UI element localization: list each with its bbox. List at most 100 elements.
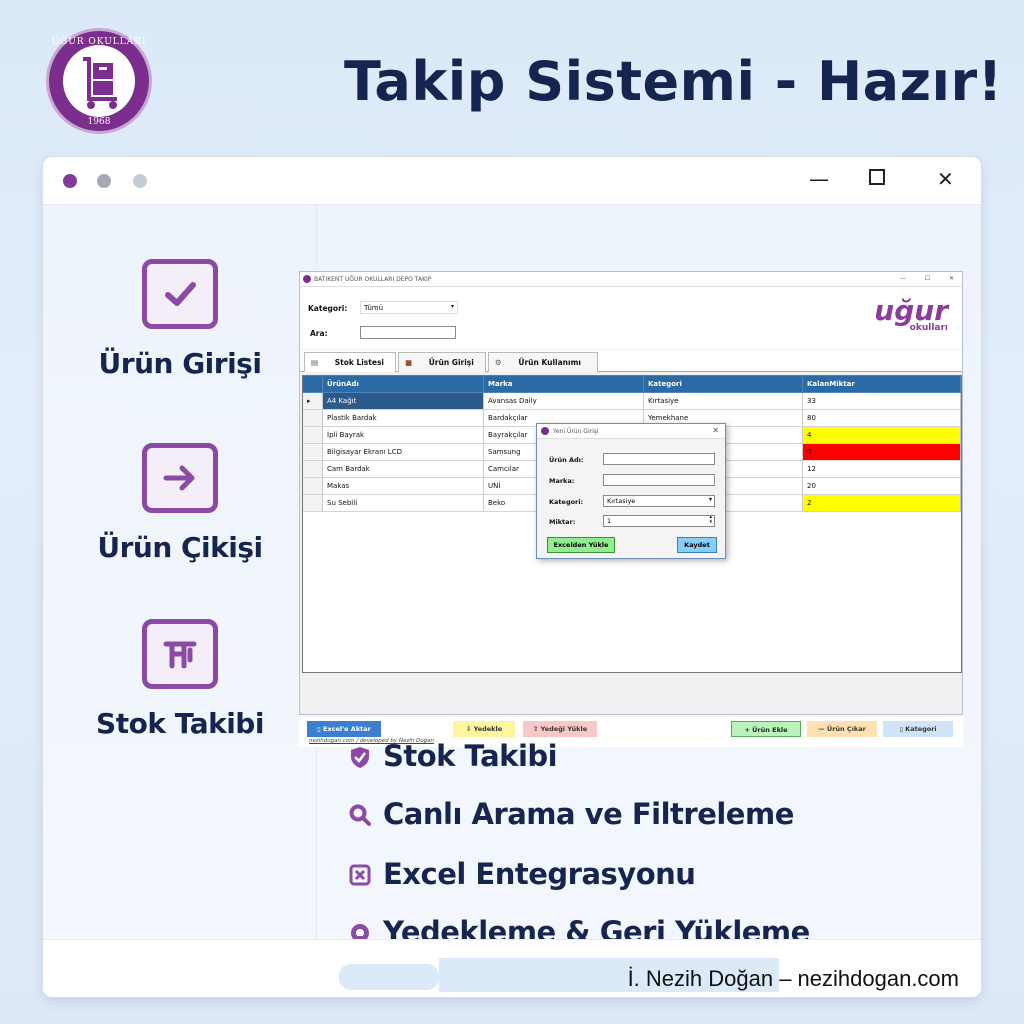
table-cell[interactable]: Cam Bardak — [323, 461, 484, 478]
tab-product-entry[interactable]: ■ Ürün Girişi — [398, 352, 486, 372]
app-close-icon[interactable]: ✕ — [948, 275, 954, 282]
row-header-cell — [303, 376, 323, 393]
bullet-item: Stok Takibi — [343, 737, 943, 777]
school-logo: UĞUR OKULLARI 1968 — [46, 28, 152, 134]
row-header-cell[interactable] — [303, 427, 323, 444]
table-cell[interactable]: 12 — [803, 461, 961, 478]
category-button-label: Kategori — [905, 725, 937, 733]
row-header-cell[interactable] — [303, 478, 323, 495]
footer-bar: İ. Nezih Doğan – nezihdogan.com — [43, 939, 981, 997]
tab-label: Ürün Girişi — [428, 358, 474, 367]
shield-check-icon — [351, 747, 369, 768]
row-header-cell[interactable] — [303, 461, 323, 478]
column-header[interactable]: KalanMiktar — [803, 376, 961, 393]
backup-button[interactable]: ⇩ Yedekle — [453, 721, 515, 737]
product-name-label: Ürün Adı: — [549, 456, 584, 464]
table-cell[interactable]: 20 — [803, 478, 961, 495]
table-cell[interactable]: İpli Bayrak — [323, 427, 484, 444]
tab-product-usage[interactable]: ⚙ Ürün Kullanımı — [488, 352, 598, 372]
developer-credit[interactable]: nezihdogan.com / developed by Nezih Doğa… — [309, 738, 434, 744]
redacted-area — [439, 958, 779, 992]
window-dot-maximize[interactable] — [133, 174, 147, 188]
page-title: Takip Sistemi - Hazır! — [344, 50, 1003, 113]
maximize-icon[interactable] — [869, 169, 885, 185]
upload-icon: ⇧ — [532, 725, 539, 733]
brand-input[interactable] — [603, 474, 715, 486]
remove-product-button[interactable]: — Ürün Çıkar — [807, 721, 877, 737]
column-header[interactable]: Marka — [484, 376, 644, 393]
window-dot-minimize[interactable] — [97, 174, 111, 188]
usage-icon: ⚙ — [495, 358, 502, 367]
minus-icon: — — [818, 725, 825, 733]
row-header-cell[interactable] — [303, 444, 323, 461]
bullet-text: Excel Entegrasyonu — [383, 857, 696, 891]
dialog-title: Yeni Ürün Girişi — [553, 428, 599, 435]
add-product-button[interactable]: + Ürün Ekle — [731, 721, 801, 737]
row-header-cell[interactable] — [303, 410, 323, 427]
table-cell[interactable]: Bilgisayar Ekranı LCD — [323, 444, 484, 461]
column-header[interactable]: ÜrünAdı — [323, 376, 484, 393]
table-cell[interactable]: Plastik Bardak — [323, 410, 484, 427]
excel-export-button[interactable]: ▯ Excel'e Aktar — [307, 721, 381, 737]
tab-stock-list[interactable]: ▤ Stok Listesi — [304, 352, 396, 372]
app-window: BATIKENT UĞUR OKULLARI DEPO TAKIP — ☐ ✕ … — [299, 271, 963, 715]
filter-form: Kategori: Tümü ▾ Ara: uğur okulları — [300, 287, 962, 349]
category-select-value: Tümü — [364, 304, 384, 312]
excel-import-button[interactable]: Excelden Yükle — [547, 537, 615, 553]
window-dot-close[interactable] — [63, 174, 77, 188]
save-button[interactable]: Kaydet — [677, 537, 717, 553]
restore-button[interactable]: ⇧ Yedeği Yükle — [523, 721, 597, 737]
logo-emblem — [63, 45, 135, 117]
column-header[interactable]: Kategori — [644, 376, 803, 393]
restore-label: Yedeği Yükle — [540, 725, 588, 733]
stock-icon — [142, 619, 218, 689]
minimize-icon[interactable]: — — [809, 167, 829, 191]
feature-item: Ürün Çikişi — [43, 443, 317, 564]
table-cell[interactable]: 33 — [803, 393, 961, 410]
row-header-cell[interactable]: ▸ — [303, 393, 323, 410]
search-icon — [349, 804, 371, 826]
table-cell[interactable]: A4 Kağıt — [323, 393, 484, 410]
product-name-input[interactable] — [603, 453, 715, 465]
table-cell[interactable]: 4 — [803, 427, 961, 444]
stepper-arrows-icon[interactable]: ▴▾ — [709, 514, 712, 525]
category-select[interactable]: Tümü ▾ — [360, 301, 458, 314]
table-cell[interactable]: 2 — [803, 495, 961, 512]
app-minimize-icon[interactable]: — — [900, 275, 906, 282]
dialog-category-select[interactable]: Kırtasiye ▾ — [603, 495, 715, 507]
table-cell[interactable]: Su Sebili — [323, 495, 484, 512]
new-product-dialog: Yeni Ürün Girişi ✕ Ürün Adı: Marka: Kate… — [536, 423, 726, 559]
search-input[interactable] — [360, 326, 456, 339]
download-icon: ⇩ — [465, 725, 472, 733]
quantity-stepper[interactable]: 1 ▴▾ — [603, 515, 715, 527]
feature-item: Stok Takibi — [43, 619, 317, 740]
remove-product-label: Ürün Çıkar — [826, 725, 866, 733]
table-cell[interactable]: Kırtasiye — [644, 393, 803, 410]
dialog-category-value: Kırtasiye — [607, 497, 636, 505]
logo-text: UĞUR OKULLARI — [51, 37, 147, 47]
row-header-cell[interactable] — [303, 495, 323, 512]
table-cell[interactable]: 80 — [803, 410, 961, 427]
app-maximize-icon[interactable]: ☐ — [924, 275, 930, 282]
browser-content: Ürün Girişi Ürün Çikişi Stok Takibi BATI… — [43, 205, 981, 949]
table-cell[interactable]: 0 — [803, 444, 961, 461]
table-cell[interactable]: Makas — [323, 478, 484, 495]
table-cell[interactable]: Avansas Daily — [484, 393, 644, 410]
app-logo-icon — [303, 275, 311, 283]
app-action-bar: ▯ Excel'e Aktar nezihdogan.com / develop… — [299, 717, 963, 747]
quantity-value: 1 — [607, 517, 612, 525]
quantity-label: Miktar: — [549, 518, 576, 526]
category-button[interactable]: ▯ Kategori — [883, 721, 953, 737]
category-label: Kategori: — [308, 304, 348, 313]
feature-label: Stok Takibi — [96, 707, 264, 740]
dialog-close-icon[interactable]: ✕ — [712, 426, 719, 435]
browser-titlebar: — ✕ — [43, 157, 981, 205]
logo-year: 1968 — [87, 117, 111, 127]
browser-window: — ✕ Ürün Girişi Ürün Çikişi Stok — [42, 156, 982, 998]
close-icon[interactable]: ✕ — [937, 167, 954, 191]
